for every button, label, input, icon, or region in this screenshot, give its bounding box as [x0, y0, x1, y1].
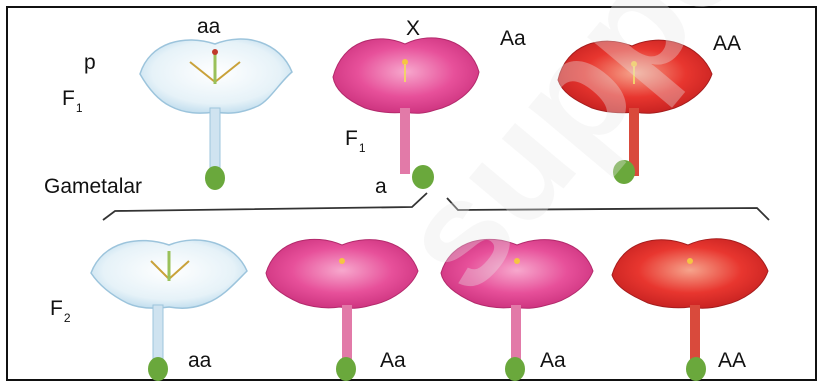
f2-label: F2 [50, 298, 71, 324]
genotype-label-offspring-1: aa [188, 350, 211, 371]
gamete-a-label: a [375, 176, 387, 197]
genotype-label-offspring-2: Aa [380, 350, 406, 371]
genotype-label-offspring-3: Aa [540, 350, 566, 371]
genotype-label-parent-1: aa [197, 16, 220, 37]
cross-symbol: X [406, 18, 420, 39]
f1-label-left: F1 [62, 88, 83, 114]
gametes-label: Gametalar [44, 176, 142, 197]
parent-generation-label: p [84, 52, 96, 73]
genotype-label-parent-2: Aa [500, 28, 526, 49]
f1-label-middle: F1 [345, 128, 366, 154]
genotype-label-parent-3: AA [713, 33, 741, 54]
genotype-label-offspring-4: AA [718, 350, 746, 371]
